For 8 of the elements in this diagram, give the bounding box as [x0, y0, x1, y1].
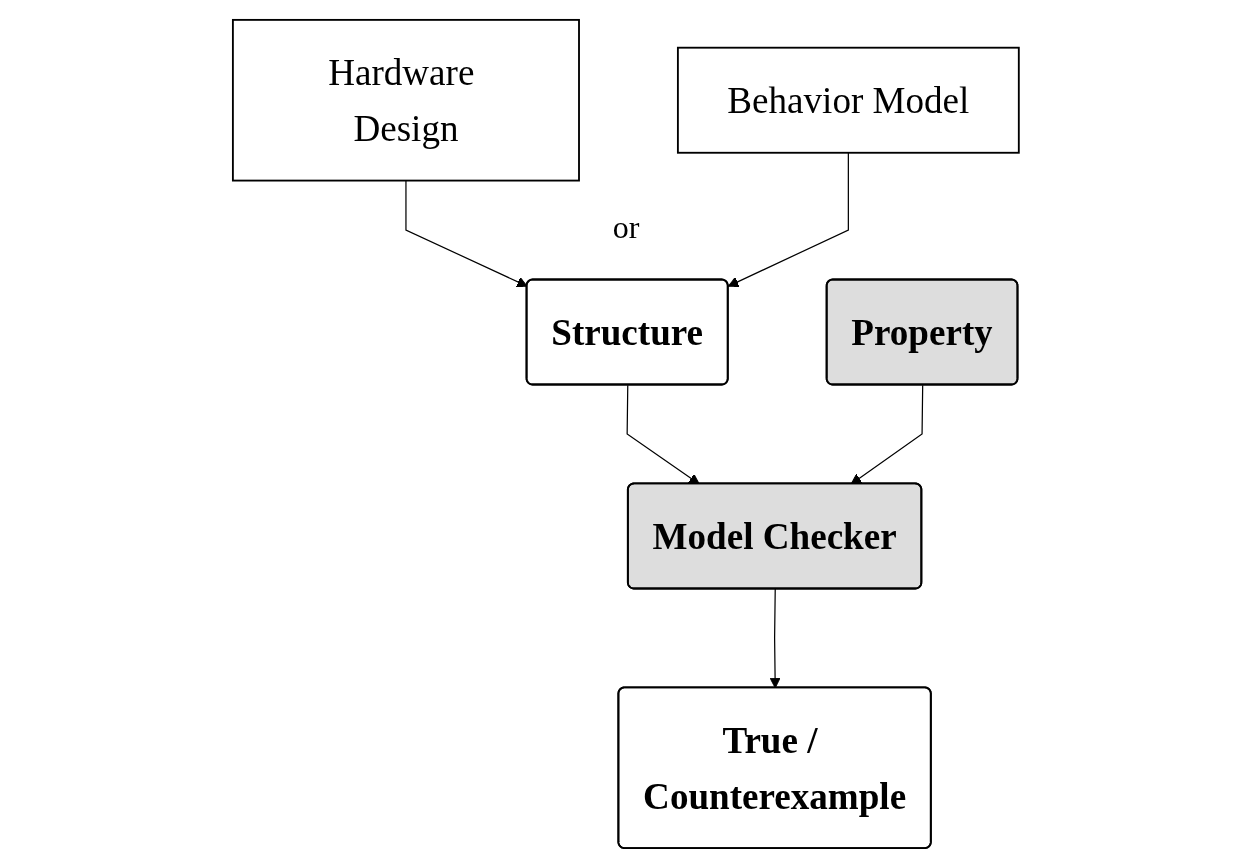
node-box: Behavior Model	[676, 46, 1020, 154]
node-box: Hardware Design	[231, 18, 580, 182]
edge-note: or	[612, 209, 640, 247]
arrow	[404, 180, 528, 288]
arrow	[769, 588, 781, 689]
arrow	[727, 152, 849, 288]
arrow	[626, 384, 700, 485]
arrow	[850, 384, 923, 485]
